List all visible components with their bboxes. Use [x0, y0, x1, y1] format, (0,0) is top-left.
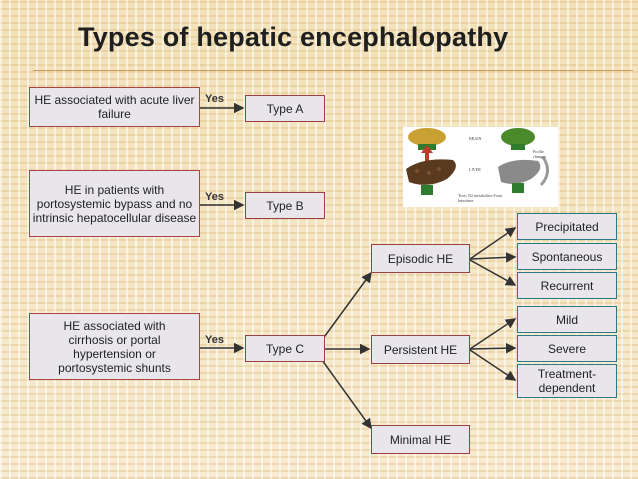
arrow-type-c-episodic — [321, 271, 372, 341]
severe-label: Severe — [547, 341, 587, 356]
brain-liver-graphic — [406, 128, 549, 195]
treatment-dependent-label: Treatment-dependent — [537, 367, 597, 395]
figure-brain-label: BRAIN — [469, 136, 482, 141]
precipitated-label: Precipitated — [535, 219, 599, 234]
severe-box: Severe — [517, 335, 617, 362]
spontaneous-label: Spontaneous — [531, 249, 603, 264]
brain-affected-icon — [501, 128, 535, 146]
condition-text-b: HE in patients with portosystemic bypass… — [32, 182, 197, 225]
episodic-he-box: Episodic HE — [371, 244, 470, 273]
arrow-episodic-spontaneous — [469, 252, 517, 263]
title-divider — [33, 70, 633, 71]
brain-healthy-icon — [408, 128, 446, 146]
figure-changes-label: Profile changes — [533, 149, 546, 159]
persistent-he-label: Persistent HE — [383, 342, 458, 357]
liver-normal-icon — [498, 159, 541, 184]
arrow-persistent-severe — [469, 342, 517, 354]
change-arrow-icon — [539, 156, 549, 187]
minimal-he-label: Minimal HE — [389, 432, 452, 447]
spontaneous-box: Spontaneous — [517, 243, 617, 270]
mild-label: Mild — [555, 312, 578, 327]
yes-label-a: Yes — [205, 93, 224, 105]
recurrent-label: Recurrent — [540, 278, 594, 293]
liver-cirrhotic-icon — [406, 159, 456, 185]
condition-box-a: HE associated with acute liver failure — [29, 87, 200, 127]
arrow-persistent-treatment — [469, 349, 517, 381]
mild-box: Mild — [517, 306, 617, 333]
slide-title: Types of hepatic encephalopathy — [78, 22, 509, 52]
type-a-box: Type A — [245, 95, 325, 122]
minimal-he-box: Minimal HE — [371, 425, 470, 454]
condition-box-b: HE in patients with portosystemic bypass… — [29, 170, 200, 237]
ammonia-arrow-icon — [425, 151, 429, 163]
type-b-label: Type B — [266, 198, 304, 213]
yes-label-c: Yes — [205, 334, 224, 346]
arrow-persistent-mild — [469, 318, 517, 350]
condition-text-c: HE associated with cirrhosis or portal h… — [58, 318, 171, 375]
type-c-box: Type C — [245, 335, 325, 362]
condition-text-a: HE associated with acute liver failure — [34, 93, 195, 121]
persistent-he-box: Persistent HE — [371, 335, 470, 364]
treatment-dependent-box: Treatment-dependent — [517, 364, 617, 398]
type-a-label: Type A — [266, 101, 304, 116]
yes-label-b: Yes — [205, 191, 224, 203]
figure-toxic-label: Toxic N2 metabolites From Intestines — [458, 193, 503, 203]
arrow-type-c-minimal — [321, 359, 372, 430]
precipitated-box: Precipitated — [517, 213, 617, 240]
condition-box-c: HE associated with cirrhosis or portal h… — [29, 313, 200, 380]
episodic-he-label: Episodic HE — [387, 251, 454, 266]
type-b-box: Type B — [245, 192, 325, 219]
recurrent-box: Recurrent — [517, 272, 617, 299]
arrow-episodic-recurrent — [469, 259, 517, 286]
type-c-label: Type C — [265, 341, 304, 356]
arrow-episodic-precipitated — [469, 227, 517, 260]
brain-liver-illustration: BRAIN LIVER Toxic N2 metabolites From In… — [403, 127, 558, 207]
figure-liver-label: LIVER — [469, 167, 481, 172]
